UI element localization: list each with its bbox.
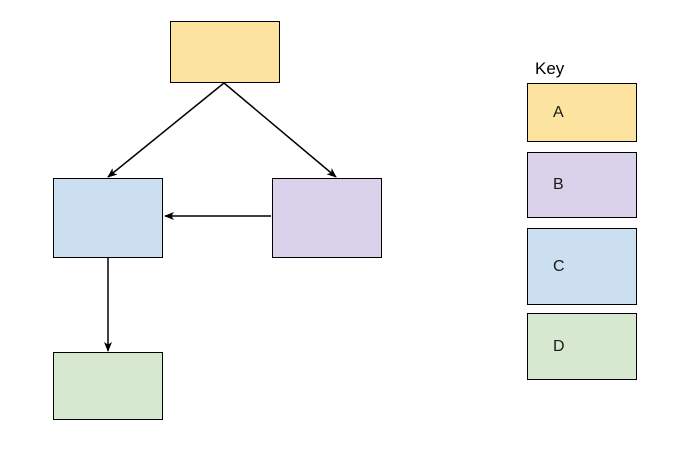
key-item-d[interactable]: D [527, 313, 637, 380]
node-top[interactable] [170, 21, 280, 83]
node-bottom[interactable] [53, 352, 163, 420]
key-title: Key [535, 59, 565, 78]
edge-top-to-right [223, 82, 337, 178]
key-item-a[interactable]: A [527, 83, 637, 142]
key-item-label: D [553, 337, 565, 355]
edge-top-to-left [107, 82, 225, 178]
key-item-b[interactable]: B [527, 152, 637, 218]
node-right[interactable] [272, 178, 382, 258]
key-item-label: C [553, 257, 565, 275]
key-item-label: A [553, 103, 564, 121]
key-item-label: B [553, 176, 564, 193]
node-left[interactable] [53, 178, 163, 258]
key-item-c[interactable]: C [527, 228, 637, 305]
